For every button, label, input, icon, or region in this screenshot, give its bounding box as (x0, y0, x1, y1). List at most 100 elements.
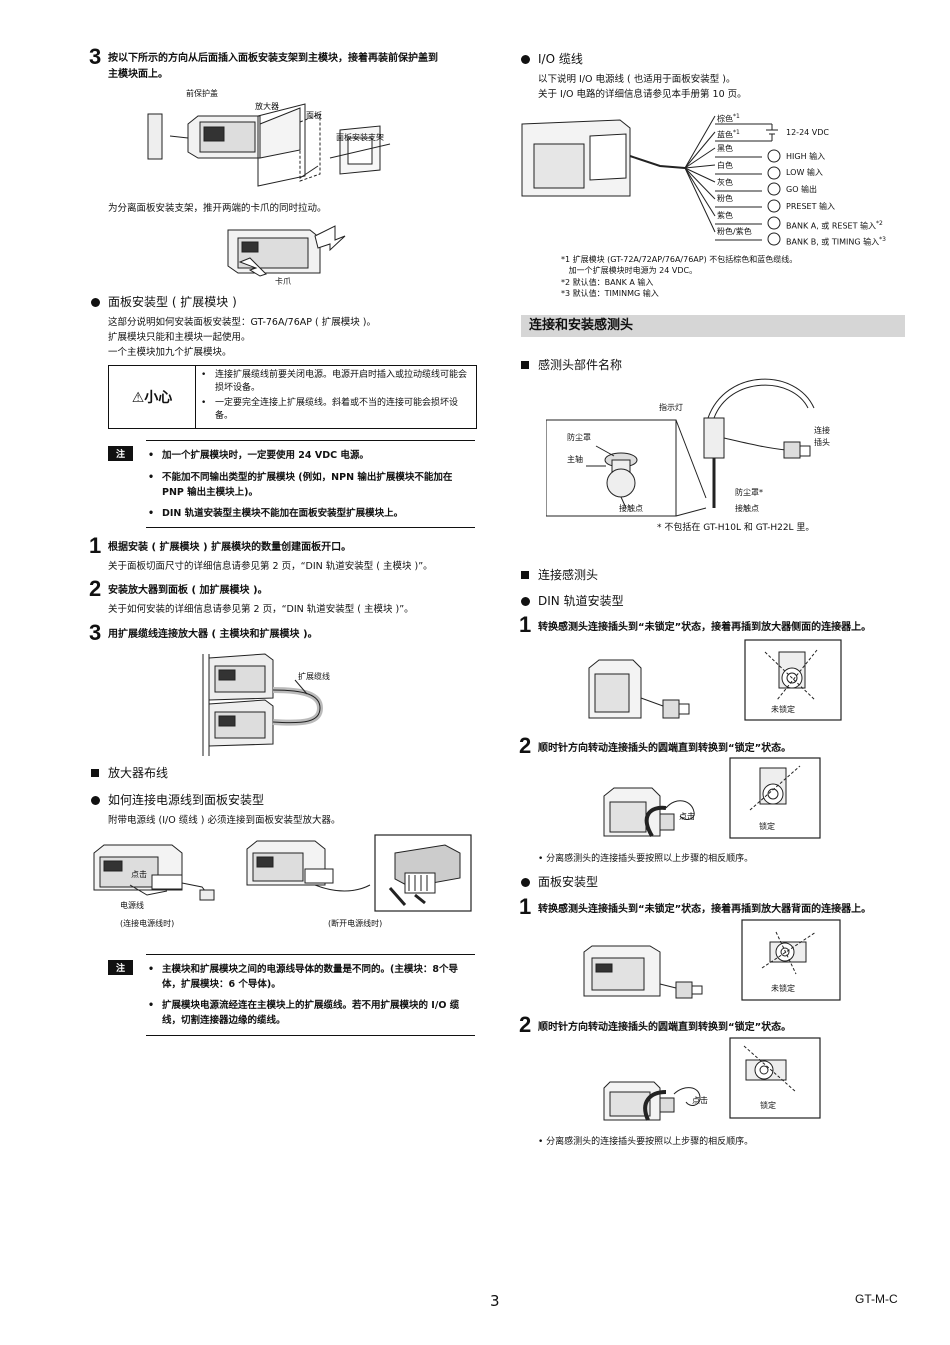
step-number: 1 (89, 533, 102, 558)
wire-sup: *1 (733, 113, 740, 120)
caution-item: •一定要完全连接上扩展缆线。斜着或不当的连接可能会损坏设备。 (201, 397, 469, 423)
step-text: 用扩展缆线连接放大器 ( 主模块和扩展模块 )。 (108, 629, 318, 640)
panel-ext-line: 这部分说明如何安装面板安装型：GT-76A/76AP ( 扩展模块 )。 (108, 317, 376, 328)
label-power-cable: 电源线 (120, 901, 144, 910)
bullet-icon (91, 298, 100, 307)
note-text: DIN 轨道安装型主模块不能加在面板安装型扩展模块上。 (162, 508, 404, 519)
step-sub: 关于如何安装的详细信息请参见第 2 页，“DIN 轨道安装型 ( 主模块 )”。 (108, 604, 414, 615)
caption-connect: (连接电源线时) (120, 919, 175, 928)
wire-function: LOW 输入 (786, 168, 823, 177)
step-number: 1 (519, 894, 532, 919)
note-text: 不能加不同输出类型的扩展模块 (例如，NPN 输出扩展模块不能加在 PNP 输出… (162, 472, 453, 498)
heading-text: 感测头部件名称 (538, 358, 623, 372)
label-extension-cable: 扩展缆线 (298, 672, 330, 681)
step-text: 顺时针方向转动连接插头的圆端直到转换到“锁定”状态。 (538, 743, 792, 754)
section-heading-io: I/O 缆线 (521, 51, 583, 67)
bracket-assembly-figure (140, 86, 400, 196)
note-item: •加一个扩展模块时，一定要使用 24 VDC 电源。 (148, 448, 473, 463)
wire-color-text: 蓝色 (717, 130, 733, 140)
note-item: •DIN 轨道安装型主模块不能加在面板安装型扩展模块上。 (148, 506, 473, 521)
caution-label: ⚠小心 (109, 366, 196, 428)
note-box (146, 954, 475, 1036)
head-parts-footnote: * 不包括在 GT-H10L 和 GT-H22L 里。 (657, 523, 815, 533)
step-text: 安装放大器到面板 ( 加扩展模块 )。 (108, 585, 268, 596)
caution-item: •连接扩展缆线前要关闭电源。电源开启时插入或拉动缆线可能会损坏设备。 (201, 370, 468, 393)
label-dust-cover-2: 防尘罩* (735, 488, 763, 497)
bullet-icon (521, 878, 530, 887)
power-disconnect-figure (245, 833, 475, 915)
wire-function: 12-24 VDC (786, 128, 830, 137)
extension-cable-figure (195, 650, 355, 760)
label-panel: 面板 (306, 111, 322, 120)
bullet-icon (91, 796, 100, 805)
caution-text: 一定要完全连接上扩展缆线。斜着或不当的连接可能会损坏设备。 (215, 398, 459, 421)
wire-color: 粉色/紫色 (717, 227, 752, 236)
panel-ext-line: 扩展模块只能和主模块一起使用。 (108, 332, 251, 343)
io-footnote: *1 扩展模块 (GT-72A/72AP/76A/76AP) 不包括棕色和蓝色缆… (561, 255, 798, 264)
io-cable-figure (520, 108, 910, 248)
label-indicator: 指示灯 (659, 403, 683, 412)
step-text-line: 主模块面上。 (108, 69, 168, 80)
step-number: 3 (89, 44, 102, 69)
din-detach-note-text: 分离感测头的连接插头要按照以上步骤的相反顺序。 (546, 854, 754, 864)
panel-locked-figure (600, 1036, 825, 1122)
panel-ext-line: 一个主模块加九个扩展模块。 (108, 347, 232, 358)
caution-text: 连接扩展缆线前要关闭电源。电源开启时插入或拉动缆线可能会损坏设备。 (215, 370, 468, 393)
wire-function-text: BANK A, 或 RESET 输入 (786, 221, 877, 231)
power-cable-desc: 附带电源线 (I/O 缆线 ) 必须连接到面板安装型放大器。 (108, 815, 341, 826)
label-contact: 接触点 (619, 504, 643, 513)
wire-color-text: 棕色 (717, 114, 733, 124)
wire-sup: *2 (876, 220, 883, 227)
label-unlocked: 未锁定 (771, 705, 795, 714)
remove-bracket-text: 为分离面板安装支架，推开两端的卡爪的同时拉动。 (108, 203, 327, 214)
note-text: 加一个扩展模块时，一定要使用 24 VDC 电源。 (162, 450, 369, 461)
note-text: 扩展模块电源流经连在主模块上的扩展缆线。若不用扩展模块的 I/O 缆线，切割连接… (162, 1000, 460, 1026)
label-click: 点击 (131, 870, 147, 879)
page-number: 3 (490, 1292, 500, 1310)
label-unlocked: 未锁定 (771, 984, 795, 993)
section-banner: 连接和安装感测头 (521, 315, 905, 337)
wire-sup: *1 (733, 129, 740, 136)
heading-text: I/O 缆线 (538, 52, 583, 66)
panel-detach-note: • 分离感测头的连接插头要按照以上步骤的相反顺序。 (538, 1137, 754, 1147)
note-item: •主模块和扩展模块之间的电源线导体的数量是不同的。(主模块：8个导体，扩展模块：… (148, 962, 473, 992)
square-bullet-icon (91, 769, 99, 777)
wire-color: 蓝色*1 (717, 128, 740, 141)
claw-removal-figure (220, 218, 350, 286)
heading-text: 连接感测头 (538, 568, 599, 582)
step-sub: 关于面板切面尺寸的详细信息请参见第 2 页，“DIN 轨道安装型 ( 主模块 )… (108, 561, 433, 572)
section-heading-panel-ext: 面板安装型 ( 扩展模块 ) (91, 294, 237, 310)
label-bracket: 面板安装支架 (336, 133, 384, 142)
section-subheading-panel: 面板安装型 (521, 874, 598, 890)
step-number: 2 (519, 1012, 532, 1037)
caution-box: ⚠小心 •连接扩展缆线前要关闭电源。电源开启时插入或拉动缆线可能会损坏设备。 •… (108, 365, 477, 429)
note-tag: 注 (108, 960, 134, 975)
note-text: 主模块和扩展模块之间的电源线导体的数量是不同的。(主模块：8个导体，扩展模块：6… (162, 964, 458, 990)
label-click: 点击 (692, 1096, 708, 1105)
step-text: 转换感测头连接插头到“未锁定”状态，接着再插到放大器侧面的连接器上。 (538, 622, 872, 633)
step-number: 1 (519, 612, 532, 637)
heading-text: 放大器布线 (108, 766, 169, 780)
step-text: 根据安装 ( 扩展模块 ) 扩展模块的数量创建面板开口。 (108, 542, 352, 553)
step-text: 转换感测头连接插头到“未锁定”状态，接着再插到放大器背面的连接器上。 (538, 904, 872, 915)
note-item: •扩展模块电源流经连在主模块上的扩展缆线。若不用扩展模块的 I/O 缆线，切割连… (148, 998, 473, 1028)
caption-disconnect: (断开电源线时) (328, 919, 383, 928)
label-spindle: 主轴 (567, 455, 583, 464)
bullet-icon (521, 597, 530, 606)
label-connector: 连接 插头 (814, 426, 830, 447)
wire-function: HIGH 输入 (786, 152, 826, 161)
io-line: 关于 I/O 电路的详细信息请参见本手册第 10 页。 (538, 89, 747, 100)
wire-function: BANK A, 或 RESET 输入*2 (786, 219, 883, 232)
label-contact-2: 接触点 (735, 504, 759, 513)
wire-function-text: BANK B, 或 TIMING 输入 (786, 237, 880, 247)
label-click: 点击 (679, 812, 695, 821)
bullet-icon (521, 55, 530, 64)
panel-unlocked-figure (580, 918, 845, 1004)
io-footnote: *2 默认值：BANK A 输入 (561, 278, 654, 287)
label-front-cover: 前保护盖 (186, 89, 218, 98)
square-bullet-icon (521, 361, 529, 369)
section-heading-connect: 连接感测头 (521, 567, 598, 583)
label-locked: 锁定 (759, 822, 775, 831)
wire-function: GO 输出 (786, 185, 818, 194)
label-claw: 卡爪 (275, 277, 291, 286)
